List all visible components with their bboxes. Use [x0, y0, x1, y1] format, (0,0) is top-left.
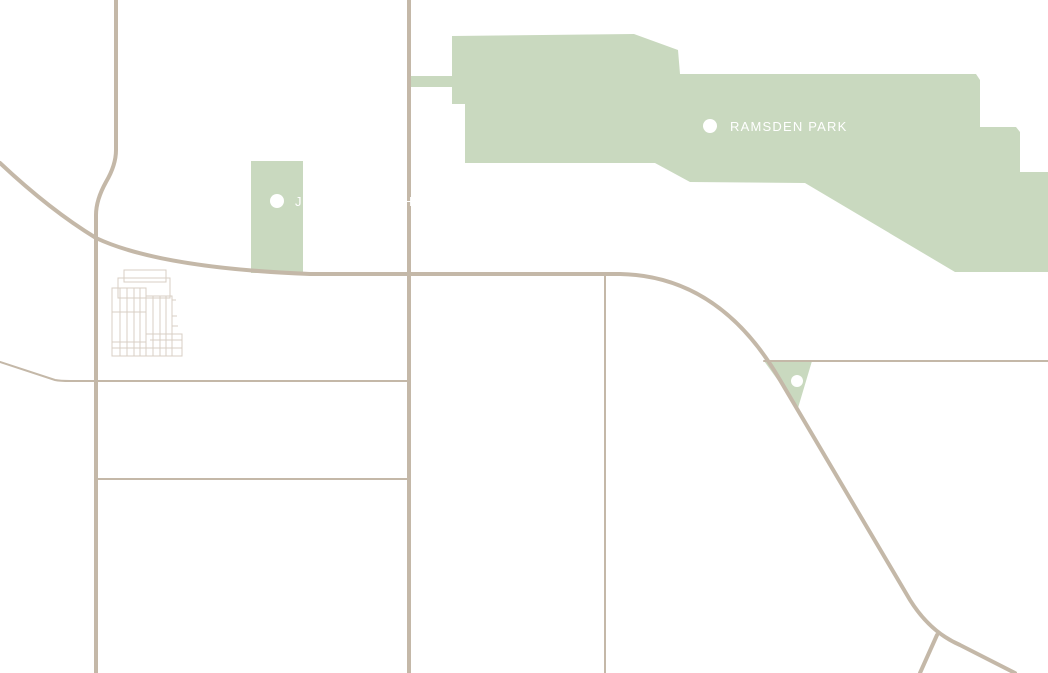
- park-connector: [410, 76, 454, 87]
- ramsden-park-area[interactable]: [452, 34, 1048, 272]
- road-major: [918, 633, 939, 673]
- park-marker-icon[interactable]: [270, 194, 284, 208]
- place-label-j-start[interactable]: J: [295, 194, 303, 209]
- j-park-area[interactable]: [251, 161, 303, 273]
- park-marker-icon[interactable]: [791, 375, 803, 387]
- place-label-j-end[interactable]: H: [403, 194, 414, 209]
- road-minor: [0, 361, 410, 382]
- place-label-ramsden-park[interactable]: RAMSDEN PARK: [730, 119, 847, 134]
- road-major: [0, 161, 1017, 673]
- building-icon[interactable]: [111, 269, 183, 357]
- park-marker-icon[interactable]: [703, 119, 717, 133]
- parks-layer: [251, 34, 1048, 408]
- road-major: [94, 0, 118, 673]
